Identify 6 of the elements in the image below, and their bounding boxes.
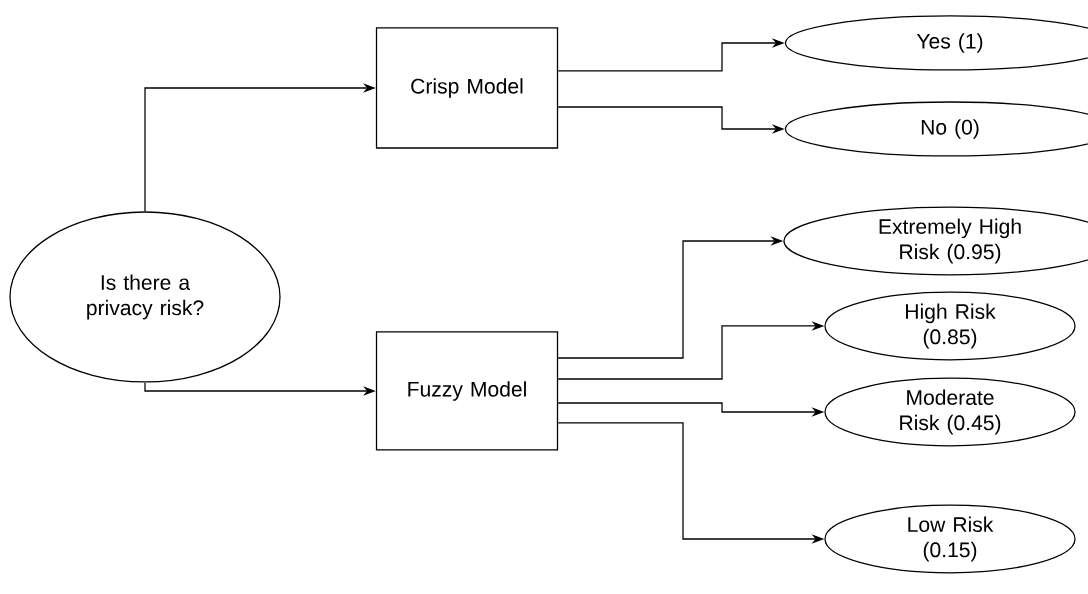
process-box: Fuzzy Model xyxy=(375,331,559,451)
ellipse-node: High Risk (0.85) xyxy=(824,291,1076,361)
ellipse-node: Is there a privacy risk? xyxy=(9,211,281,383)
process-box: Crisp Model xyxy=(375,27,559,149)
ellipse-node: Low Risk (0.15) xyxy=(824,504,1076,574)
ellipse-node: Moderate Risk (0.45) xyxy=(824,377,1076,447)
